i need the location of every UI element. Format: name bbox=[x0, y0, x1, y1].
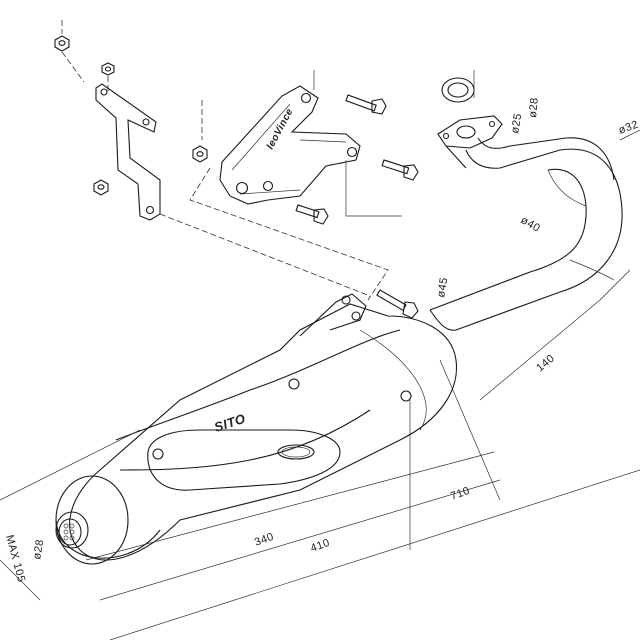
exhaust-gasket bbox=[441, 70, 475, 103]
dim-length-410: 410 bbox=[309, 537, 332, 555]
dim-diameter-28-top: ø28 bbox=[527, 97, 541, 118]
dim-max-105: MAX 105 bbox=[3, 534, 27, 584]
bracket-logo-text: leoVince bbox=[265, 107, 296, 152]
dim-diameter-32: ø32 bbox=[617, 119, 640, 137]
muffler-body: SITO bbox=[55, 293, 458, 565]
dim-length-710: 710 bbox=[449, 485, 472, 503]
bolt-icon bbox=[376, 289, 419, 319]
dim-diameter-25: ø25 bbox=[509, 112, 524, 134]
bolt-icon bbox=[295, 204, 329, 225]
outlet-grid bbox=[63, 523, 75, 541]
hardware-left bbox=[54, 20, 161, 221]
nut-icon bbox=[93, 179, 109, 196]
nut-icon bbox=[101, 62, 115, 76]
nut-icon bbox=[192, 145, 208, 163]
exhaust-flange bbox=[437, 115, 503, 149]
nut-icon bbox=[54, 35, 70, 52]
dim-length-140: 140 bbox=[534, 352, 557, 374]
mounting-bracket bbox=[95, 83, 161, 221]
dim-diameter-28-outlet: ø28 bbox=[31, 538, 46, 560]
dim-diameter-45: ø45 bbox=[435, 276, 450, 298]
center-bracket: leoVince bbox=[159, 70, 402, 301]
bolt-icon bbox=[381, 159, 419, 181]
dim-diameter-40: ø40 bbox=[519, 214, 543, 235]
muffler-logo-text: SITO bbox=[212, 411, 247, 435]
header-pipe bbox=[429, 137, 623, 331]
dimension-lines bbox=[0, 129, 640, 640]
bolt-icon bbox=[345, 94, 387, 115]
dim-length-340: 340 bbox=[253, 531, 276, 549]
